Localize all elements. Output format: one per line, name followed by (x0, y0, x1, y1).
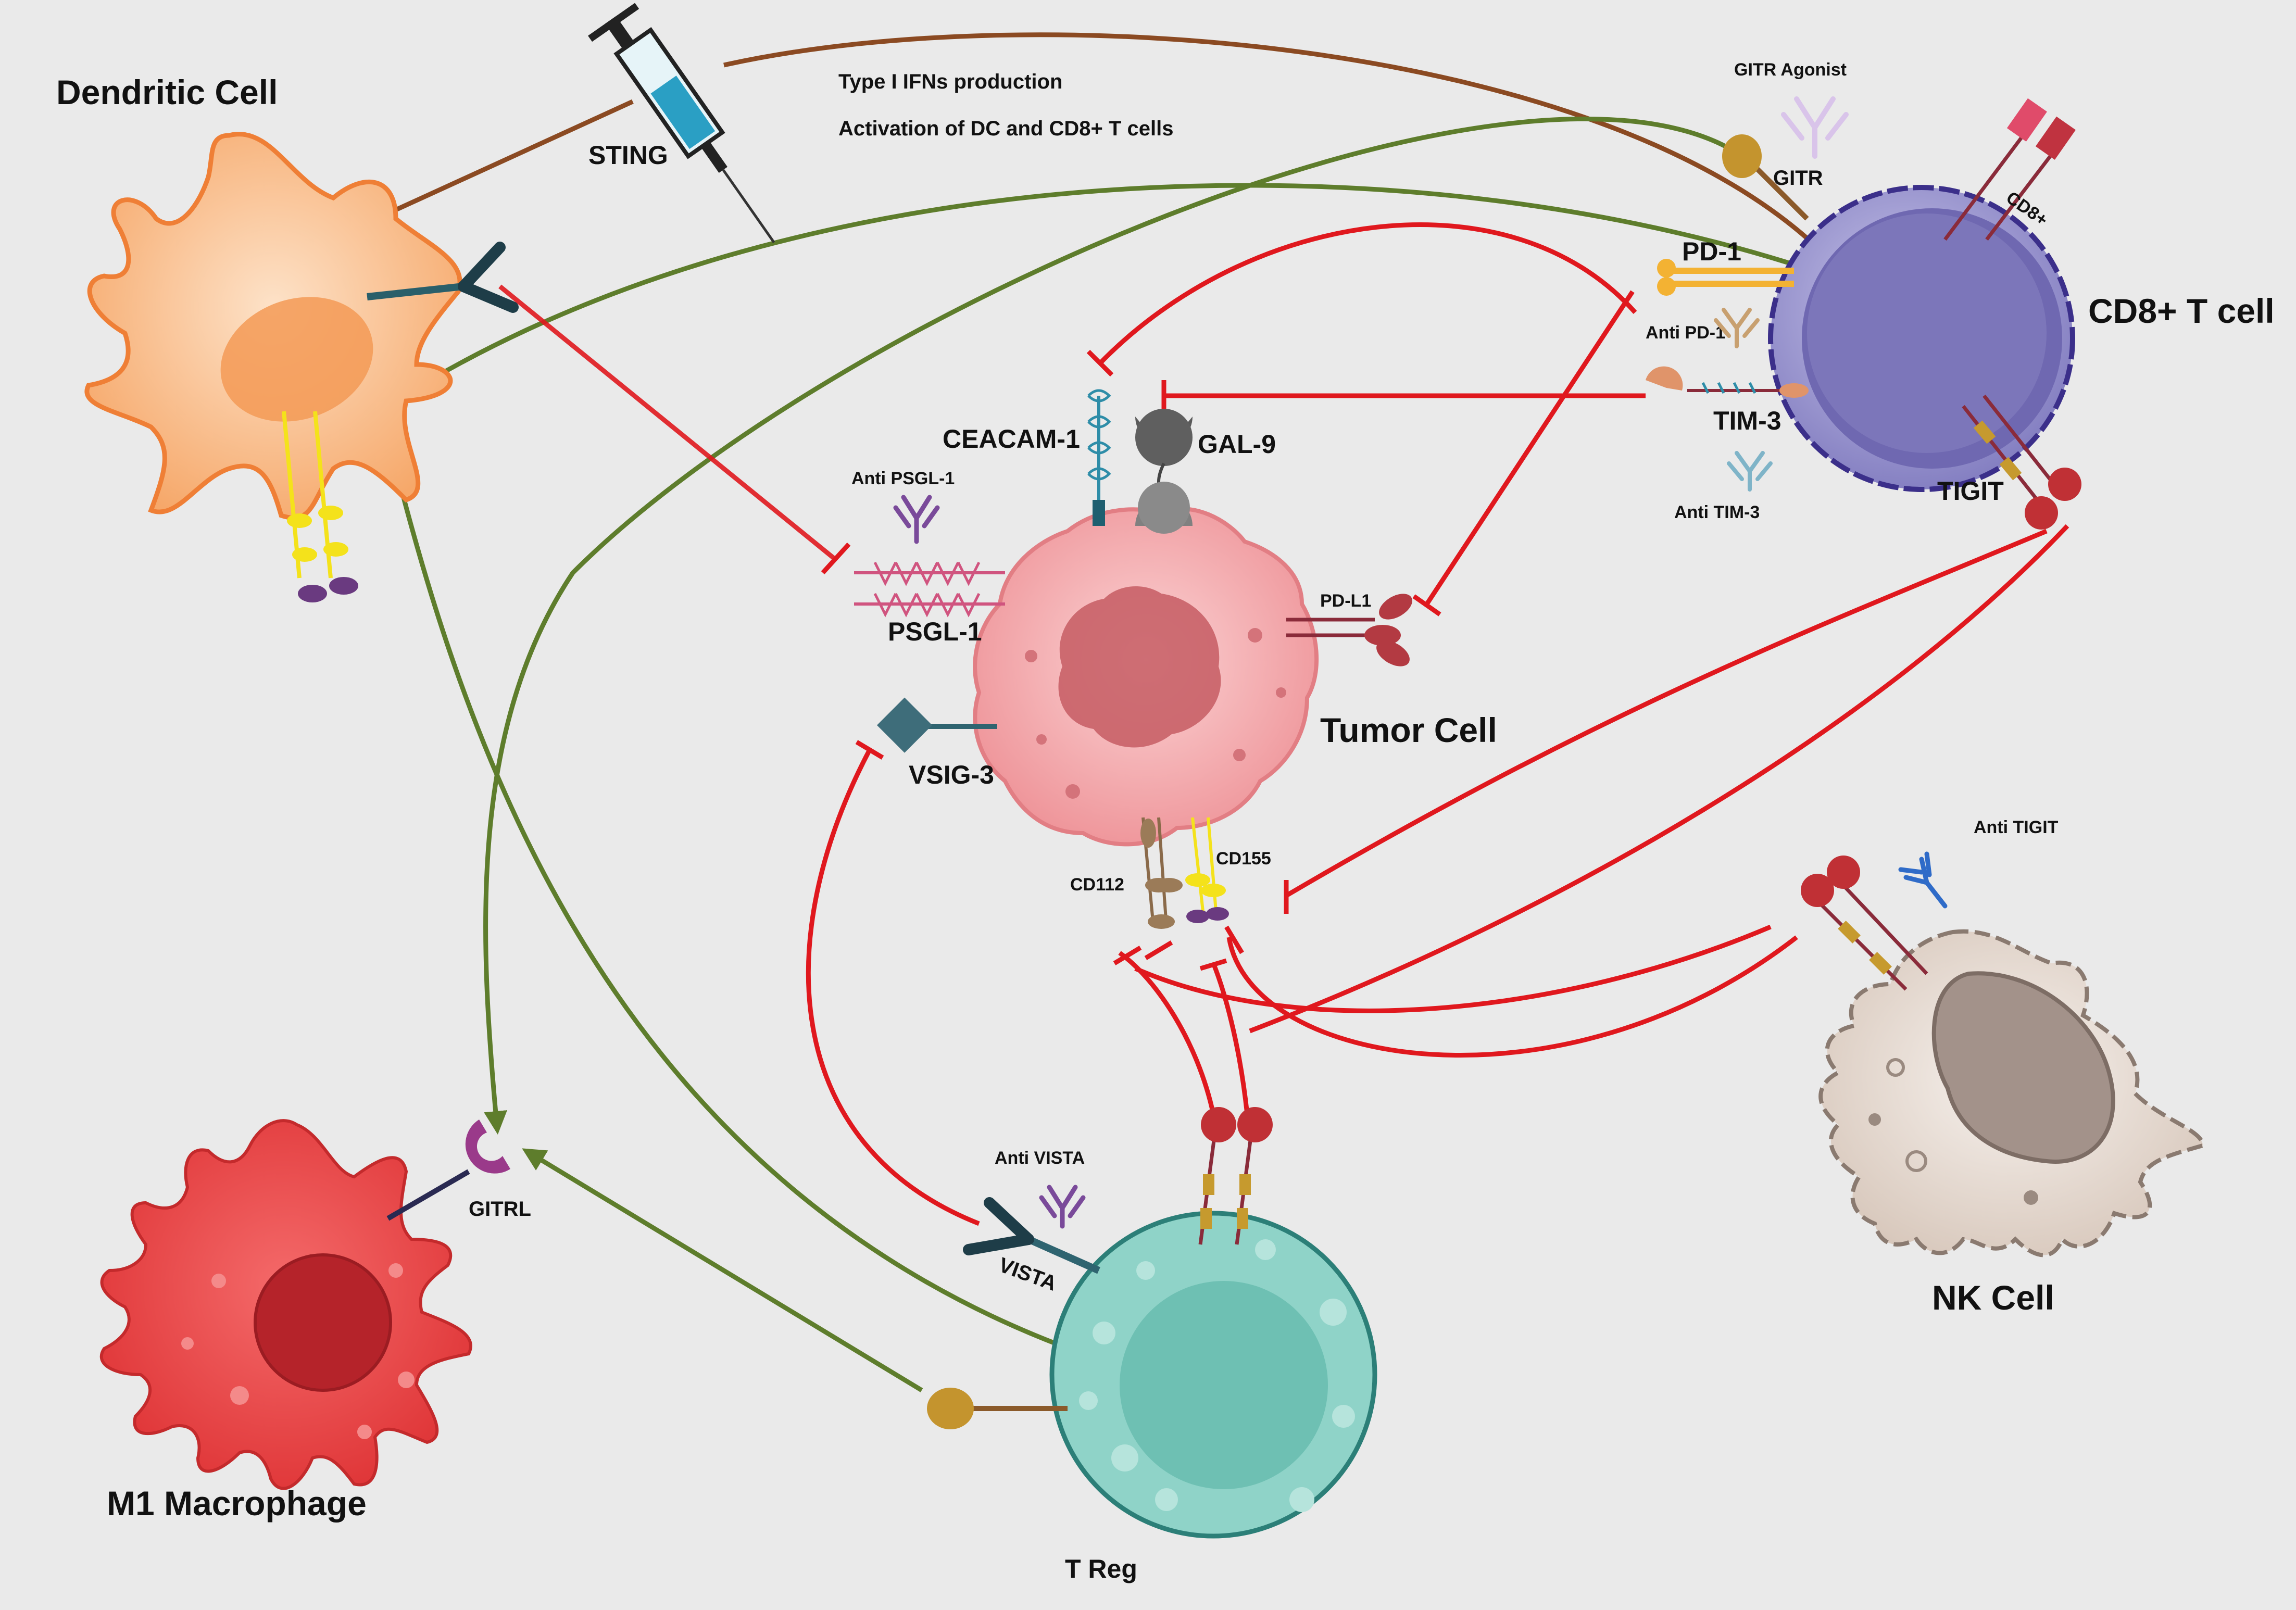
vista-receptor-icon (963, 1197, 1100, 1274)
pd1-to-ceacam-inhibition (1097, 222, 1637, 367)
sting-label: STING (588, 141, 668, 170)
anti-psgl1-label: Anti PSGL-1 (851, 469, 955, 488)
ceacam1-label: CEACAM-1 (943, 424, 1080, 454)
anti-tim3-antibody-icon (1727, 451, 1773, 492)
cd112-inhibit-bar-3 (1144, 940, 1173, 960)
dc-to-psgl1-inhibition (498, 284, 837, 562)
m1-macrophage-nucleus (254, 1253, 392, 1392)
nk-cell-nucleus (1931, 971, 2115, 1164)
nk-tigit-to-cd155-inhibition (1226, 935, 1798, 1058)
cd8-t-cell (1646, 98, 2081, 530)
m1-macrophage (99, 1119, 510, 1490)
sting-effect-ifn: Type I IFNs production (838, 70, 1062, 93)
dc-to-cd8-activation (394, 183, 1848, 403)
gitr-label: GITR (1773, 167, 1823, 190)
vsig3-label: VSIG-3 (909, 760, 994, 789)
dendritic-cell (84, 132, 519, 602)
ceacam1-receptor-icon (1087, 389, 1111, 526)
vsig3-receptor-icon (876, 697, 997, 753)
m1-macrophage-label: M1 Macrophage (107, 1484, 367, 1523)
cd155-inhibit-bar-2 (1199, 958, 1227, 971)
treg-tigit-receptor-icon (1198, 1107, 1273, 1245)
gitrl-label: GITRL (469, 1198, 531, 1221)
dc-cd155-ligand-icon (282, 411, 358, 602)
gitr-agonist-antibody-icon (1781, 96, 1849, 159)
nk-cell (1801, 856, 2205, 1257)
anti-psgl1-antibody-icon (893, 495, 940, 544)
cd8-tigit-to-cd155-inhibition (1249, 524, 2069, 1034)
psgl1-inhibit-bar (821, 542, 851, 575)
psgl1-label: PSGL-1 (888, 617, 982, 646)
sting-to-dc-arrow (355, 99, 634, 230)
dendritic-cell-label: Dendritic Cell (56, 73, 278, 111)
pdl1-ligand-icon (1286, 594, 1412, 666)
cd8-t-cell-label: CD8+ T cell (2088, 292, 2275, 330)
anti-tigit-label: Anti TIGIT (1974, 817, 2059, 837)
tumor-cell-nucleus (1058, 586, 1221, 748)
tim3-receptor-icon (1646, 366, 1809, 398)
cd8-tigit-label: TIGIT (1937, 476, 2004, 506)
gal9-ligand-icon (1135, 409, 1193, 534)
treg-cell-nucleus (1120, 1281, 1328, 1489)
anti-tigit-antibody-icon (1898, 851, 1948, 909)
treg-cell (927, 1107, 1377, 1539)
pd1-receptor-icon (1657, 259, 1794, 296)
nk-cell-label: NK Cell (1932, 1278, 2054, 1317)
pdl1-inhibit-bar (1412, 594, 1441, 617)
pd1-to-pdl1-inhibition (1425, 290, 1635, 606)
cd112-inhibit-bar-2 (1113, 946, 1142, 965)
ceacam-inhibit-bar (1086, 349, 1114, 377)
cd112-label: CD112 (1070, 875, 1124, 895)
dc-to-treg-activation (378, 405, 1088, 1359)
cd8-tigit-receptor-icon (1962, 394, 2081, 530)
pd1-label: PD-1 (1682, 237, 1741, 266)
vista-to-vsig3-inhibition (806, 748, 980, 1226)
anti-vista-label: Anti VISTA (995, 1148, 1085, 1168)
treg-gitr-receptor-icon (927, 1388, 1068, 1429)
anti-vista-antibody-icon (1039, 1185, 1086, 1229)
cd112-inhibit-bar-1 (1224, 925, 1244, 954)
treg-tigit-to-cd155-inhibition (1211, 962, 1250, 1115)
cd8-gitr-receptor-icon (1722, 134, 1809, 221)
cd155-label: CD155 (1216, 849, 1271, 869)
sting-syringe-icon (588, 3, 775, 243)
cd8-tigit-to-cd112-inhibition (1285, 529, 2048, 898)
gitr-to-gitrl-activation (483, 116, 1736, 1135)
cd155-ligand-icon (1185, 817, 1229, 923)
anti-tim3-label: Anti TIM-3 (1674, 502, 1760, 522)
cd112-ligand-icon (1140, 817, 1183, 929)
tumor-cell-label: Tumor Cell (1320, 711, 1497, 749)
treg-cell-label: T Reg (1065, 1554, 1137, 1583)
nk-tigit-to-cd112-inhibition (1134, 924, 1772, 1013)
tim3-label: TIM-3 (1713, 406, 1781, 435)
pdl1-label: PD-L1 (1320, 591, 1371, 611)
connectors (355, 32, 2069, 1392)
gitrl-ligand-icon (386, 1120, 510, 1221)
tumor-cell (854, 389, 1412, 929)
vista-label: VISTA (996, 1253, 1060, 1295)
dc-antibody-receptor-icon (367, 242, 519, 313)
cd8-marker-icon (1943, 98, 2076, 241)
psgl1-receptor-icon (854, 561, 1005, 618)
treg-tigit-to-cd112-inhibition (1118, 951, 1216, 1115)
sting-to-cd8-arrow (723, 32, 1831, 261)
dendritic-cell-nucleus (220, 297, 373, 422)
anti-pd1-antibody-icon (1714, 308, 1760, 348)
vsig3-inhibit-bar (855, 740, 884, 760)
sting-effect-activation: Activation of DC and CD8+ T cells (838, 117, 1173, 140)
nk-tigit-receptor-icon (1801, 856, 1928, 991)
gal9-label: GAL-9 (1198, 430, 1276, 459)
anti-pd1-label: Anti PD-1 (1646, 323, 1725, 343)
treg-gitr-to-gitrl-activation (522, 1148, 923, 1392)
gitr-agonist-label: GITR Agonist (1734, 60, 1847, 80)
